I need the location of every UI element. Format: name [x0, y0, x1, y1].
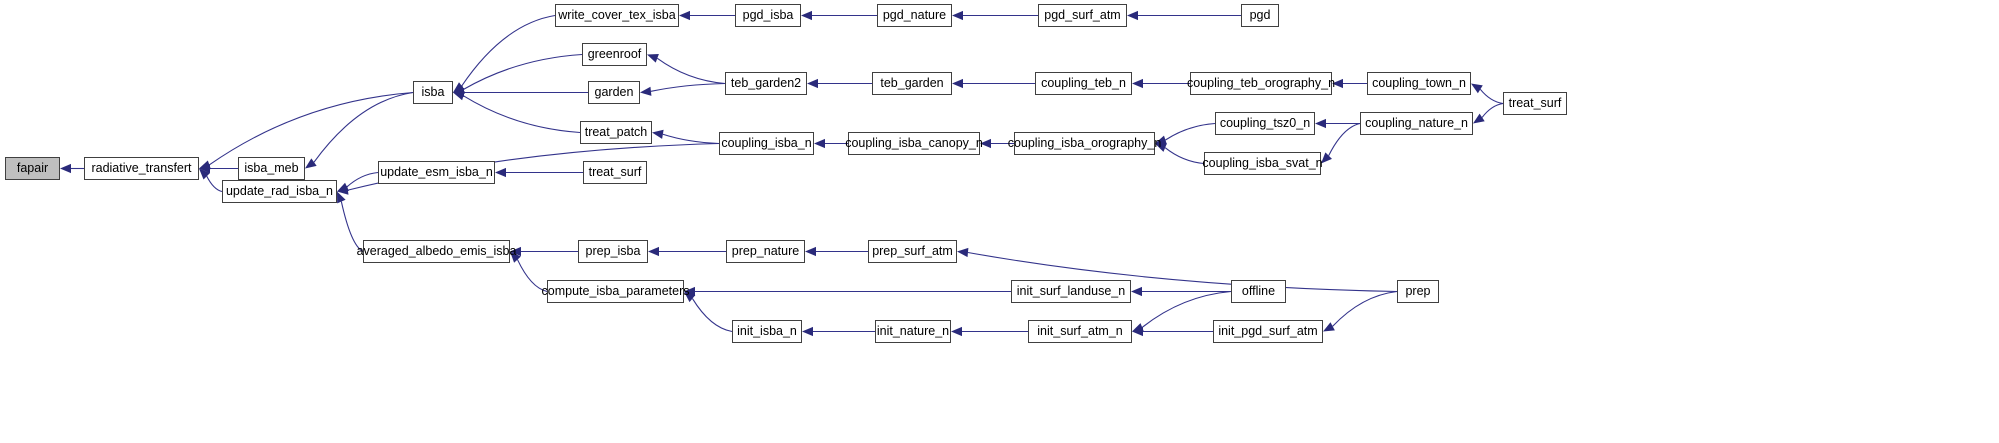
edge-prep_nature-to-prep_isba [648, 246, 726, 257]
edge-coupling_teb_orography_n-to-coupling_teb_n [1132, 78, 1190, 89]
edge-treat_surf_right-to-coupling_nature_n [1473, 102, 1504, 124]
edge-init_pgd_surf_atm-to-init_surf_atm_n [1132, 326, 1213, 337]
edge-treat_surf_right-to-coupling_town_n [1471, 83, 1504, 105]
edge-init_surf_atm_n-to-init_nature_n [951, 326, 1028, 337]
edge-isba-to-isba_meb [305, 91, 414, 169]
edge-init_isba_n-to-compute_isba_parameters [684, 291, 733, 333]
edge-pgd-to-pgd_surf_atm [1127, 10, 1241, 21]
graph-node-prep[interactable]: prep [1397, 280, 1439, 303]
graph-node-prep_nature[interactable]: prep_nature [726, 240, 805, 263]
edge-pgd_nature-to-pgd_isba [801, 10, 877, 21]
graph-node-teb_garden[interactable]: teb_garden [872, 72, 952, 95]
edge-prep-to-prep_surf_atm [957, 247, 1398, 293]
graph-node-pgd_surf_atm[interactable]: pgd_surf_atm [1038, 4, 1127, 27]
edge-coupling_isba_n-to-treat_patch [652, 129, 720, 145]
graph-node-coupling_nature_n[interactable]: coupling_nature_n [1360, 112, 1473, 135]
graph-node-pgd_nature[interactable]: pgd_nature [877, 4, 952, 27]
edge-isba-to-radiative_transfert [199, 91, 414, 170]
edge-coupling_tsz0_n-to-coupling_isba_orography_n [1155, 122, 1216, 145]
graph-node-pgd[interactable]: pgd [1241, 4, 1279, 27]
graph-node-offline[interactable]: offline [1231, 280, 1286, 303]
graph-node-isba_meb[interactable]: isba_meb [238, 157, 305, 180]
graph-node-radiative_transfert[interactable]: radiative_transfert [84, 157, 199, 180]
edge-prep-to-init_pgd_surf_atm [1323, 290, 1398, 332]
edge-write_cover_tex_isba-to-isba [453, 14, 556, 93]
graph-node-teb_garden2[interactable]: teb_garden2 [725, 72, 807, 95]
edge-offline-to-init_surf_landuse_n [1131, 286, 1231, 297]
edge-greenroof-to-isba [453, 53, 583, 94]
edge-coupling_town_n-to-coupling_teb_orography_n [1332, 78, 1367, 89]
graph-node-update_rad_isba_n[interactable]: update_rad_isba_n [222, 180, 337, 203]
graph-node-treat_surf_right[interactable]: treat_surf [1503, 92, 1567, 115]
edge-coupling_isba_svat_n-to-coupling_isba_orography_n [1155, 143, 1205, 165]
edge-coupling_isba_canopy_n-to-coupling_isba_n [814, 138, 848, 149]
graph-node-init_surf_landuse_n[interactable]: init_surf_landuse_n [1011, 280, 1131, 303]
edge-init_nature_n-to-init_isba_n [802, 326, 875, 337]
graph-node-write_cover_tex_isba[interactable]: write_cover_tex_isba [555, 4, 679, 27]
edge-coupling_nature_n-to-coupling_isba_svat_n [1321, 122, 1361, 164]
graph-node-coupling_isba_orography_n[interactable]: coupling_isba_orography_n [1008, 132, 1161, 155]
graph-node-averaged_albedo_emis_isba[interactable]: averaged_albedo_emis_isba [357, 240, 516, 263]
graph-node-coupling_teb_n[interactable]: coupling_teb_n [1035, 72, 1132, 95]
edge-teb_garden2-to-garden [640, 82, 726, 96]
graph-node-treat_patch[interactable]: treat_patch [580, 121, 652, 144]
graph-node-init_pgd_surf_atm[interactable]: init_pgd_surf_atm [1213, 320, 1323, 343]
edge-teb_garden2-to-greenroof [647, 54, 726, 85]
graph-node-update_esm_isba_n[interactable]: update_esm_isba_n [378, 161, 495, 184]
edge-prep_isba-to-averaged_albedo_emis_isba [510, 246, 578, 257]
graph-node-init_surf_atm_n[interactable]: init_surf_atm_n [1028, 320, 1132, 343]
edge-averaged_albedo_emis_isba-to-update_rad_isba_n [337, 191, 364, 252]
edge-update_rad_isba_n-to-radiative_transfert [199, 168, 223, 193]
edge-treat_surf_left-to-update_esm_isba_n [495, 167, 583, 178]
graph-node-prep_surf_atm[interactable]: prep_surf_atm [868, 240, 957, 263]
edge-coupling_teb_n-to-teb_garden [952, 78, 1035, 89]
graph-node-coupling_isba_canopy_n[interactable]: coupling_isba_canopy_n [845, 132, 983, 155]
edge-compute_isba_parameters-to-averaged_albedo_emis_isba [510, 251, 548, 293]
graph-node-compute_isba_parameters[interactable]: compute_isba_parameters [542, 280, 690, 303]
graph-node-garden[interactable]: garden [588, 81, 640, 104]
edge-coupling_isba_orography_n-to-coupling_isba_canopy_n [980, 138, 1014, 149]
graph-node-init_isba_n[interactable]: init_isba_n [732, 320, 802, 343]
edge-pgd_isba-to-write_cover_tex_isba [679, 10, 735, 21]
edge-prep_surf_atm-to-prep_nature [805, 246, 868, 257]
edge-teb_garden-to-teb_garden2 [807, 78, 872, 89]
edge-radiative_transfert-to-fapair [60, 163, 84, 174]
edge-pgd_surf_atm-to-pgd_nature [952, 10, 1038, 21]
graph-node-prep_isba[interactable]: prep_isba [578, 240, 648, 263]
graph-node-init_nature_n[interactable]: init_nature_n [875, 320, 951, 343]
graph-node-coupling_teb_orography_n[interactable]: coupling_teb_orography_n [1187, 72, 1335, 95]
graph-node-greenroof[interactable]: greenroof [582, 43, 647, 66]
graph-node-fapair[interactable]: fapair [5, 157, 60, 180]
graph-node-coupling_town_n[interactable]: coupling_town_n [1367, 72, 1471, 95]
graph-node-coupling_isba_n[interactable]: coupling_isba_n [719, 132, 814, 155]
edge-init_surf_landuse_n-to-compute_isba_parameters [684, 286, 1011, 297]
edge-treat_patch-to-isba [453, 91, 581, 134]
graph-node-treat_surf_left[interactable]: treat_surf [583, 161, 647, 184]
edge-garden-to-isba [453, 87, 588, 98]
graph-node-pgd_isba[interactable]: pgd_isba [735, 4, 801, 27]
edge-coupling_nature_n-to-coupling_tsz0_n [1315, 118, 1360, 129]
graph-node-coupling_isba_svat_n[interactable]: coupling_isba_svat_n [1202, 152, 1323, 175]
graph-node-isba[interactable]: isba [413, 81, 453, 104]
graph-node-coupling_tsz0_n[interactable]: coupling_tsz0_n [1215, 112, 1315, 135]
